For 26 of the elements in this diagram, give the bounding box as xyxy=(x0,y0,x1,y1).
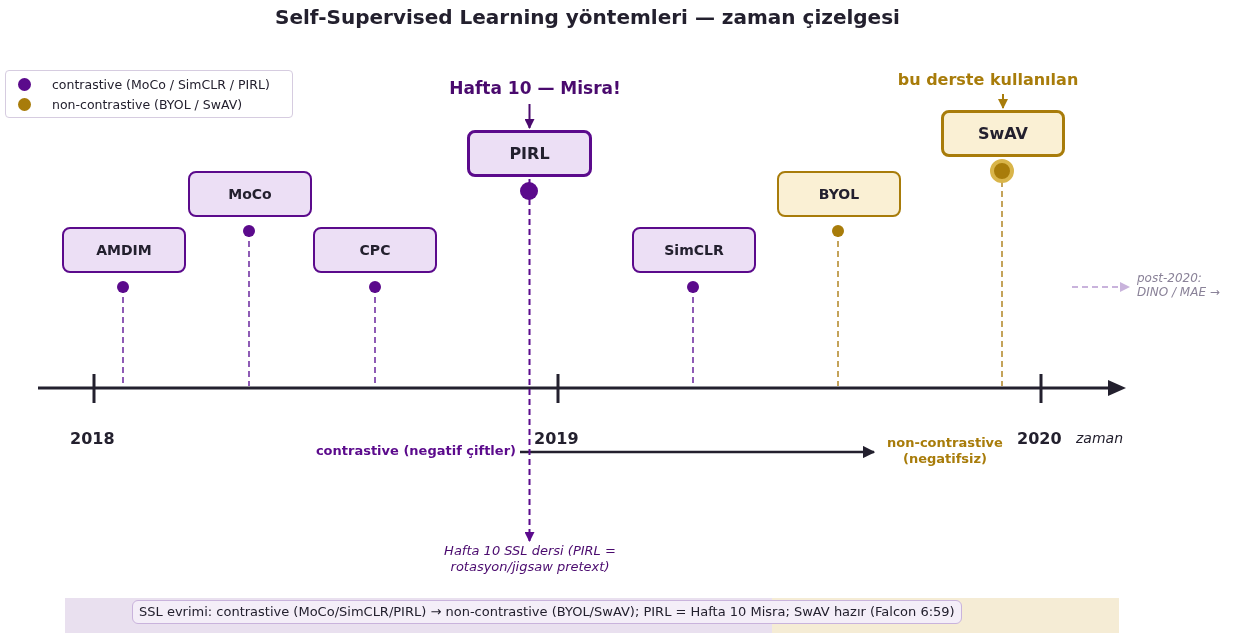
method-box: PIRL xyxy=(467,130,592,177)
year-label: 2019 xyxy=(534,429,579,449)
annotation-text: bu derste kullanılan xyxy=(885,70,1091,92)
legend-text: non-contrastive (BYOL / SwAV) xyxy=(52,96,243,112)
arrow xyxy=(998,93,1008,109)
arrow xyxy=(524,178,535,542)
year-label: 2018 xyxy=(70,429,115,449)
arrow xyxy=(520,445,876,459)
method-box: AMDIM xyxy=(62,227,186,273)
year-label: 2020 xyxy=(1017,429,1062,449)
annotation-text: Hafta 10 SSL dersi (PIRL = rotasyon/jigsaw pretext) xyxy=(405,543,655,577)
arrow xyxy=(524,103,535,129)
method-box: SwAV xyxy=(941,110,1065,157)
method-box: MoCo xyxy=(188,171,312,217)
annotation-text: non-contrastive (negatifsiz) xyxy=(878,435,1012,469)
arrow xyxy=(1071,282,1130,292)
axis-label: zaman xyxy=(1076,430,1124,448)
title: Self-Supervised Learning yöntemleri — zaman çizelgesi xyxy=(274,5,901,30)
method-box: CPC xyxy=(313,227,437,273)
annotation-text: post-2020: DINO / MAE → xyxy=(1137,272,1233,304)
legend-text: contrastive (MoCo / SimCLR / PIRL) xyxy=(52,76,270,92)
annotation-text: contrastive (negatif çiftler) xyxy=(290,443,516,461)
method-box: SimCLR xyxy=(632,227,756,273)
footer-note: SSL evrimi: contrastive (MoCo/SimCLR/PIRL) → non-contrastive (BYOL/SwAV); PIRL = Hafta 10 Misra; SwAV hazır (Falcon 6:59) xyxy=(132,600,962,625)
method-box: BYOL xyxy=(777,171,901,217)
annotation-text: Hafta 10 — Misra! xyxy=(440,78,630,102)
